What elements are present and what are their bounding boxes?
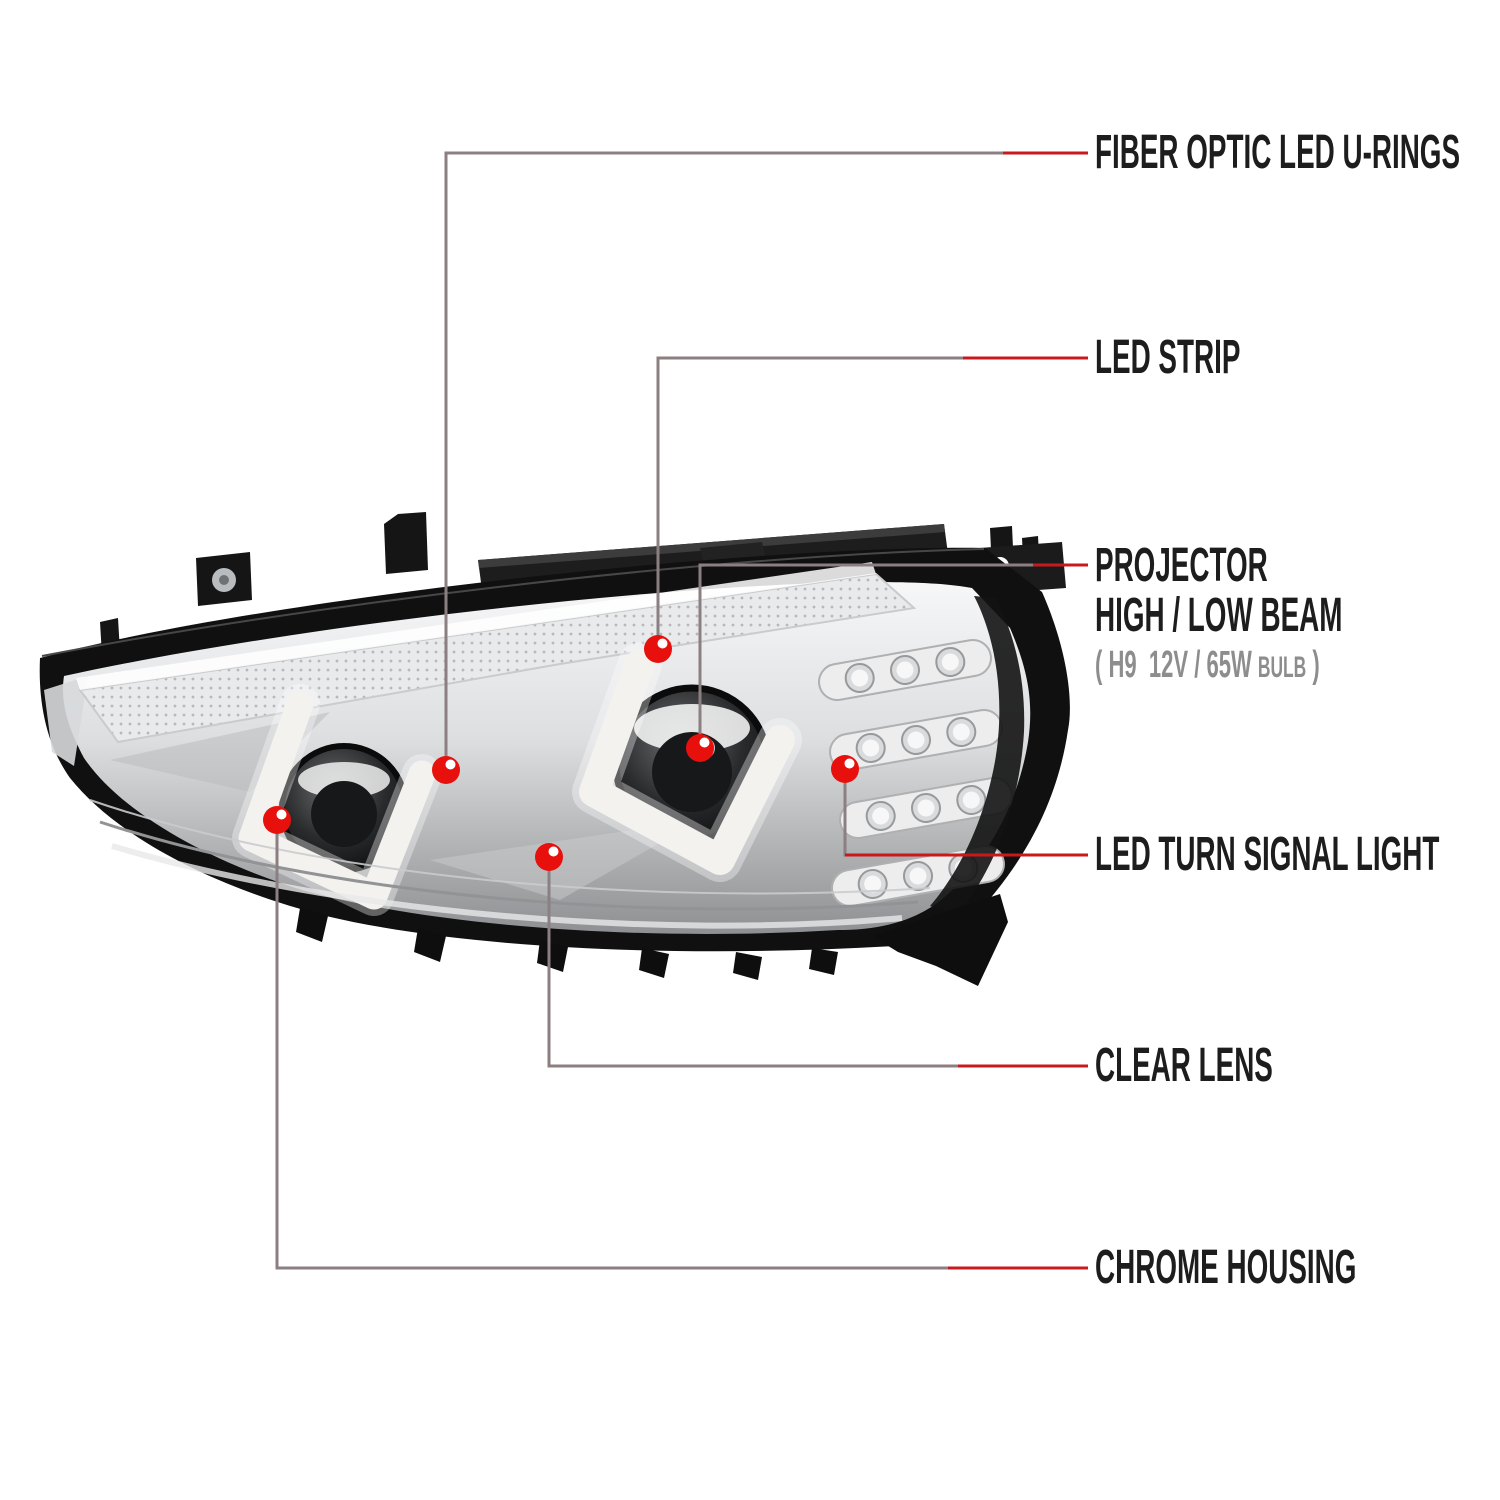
spec-prefix: ( H9 12V / 65W xyxy=(1095,644,1258,686)
spec-bulb: BULB xyxy=(1257,651,1307,684)
led-bulb-inner xyxy=(862,739,880,757)
turn-signal-slat-2 xyxy=(829,709,1003,771)
projector-left-lens xyxy=(311,781,377,847)
callout-label-led-strip: LED STRIP xyxy=(1095,333,1240,383)
turn-signal-slat-1 xyxy=(818,639,992,701)
led-strip-top-edge xyxy=(76,562,876,690)
callout-dot-glint xyxy=(445,759,456,770)
chrome-edge-left xyxy=(44,676,88,766)
chrome-reflection-1 xyxy=(110,712,330,792)
callout-dot-glint xyxy=(548,846,559,857)
callout-label-led-turn-signal-light: LED TURN SIGNAL LIGHT xyxy=(1095,830,1439,880)
lip-seam-1 xyxy=(89,799,931,895)
led-bulb-inner xyxy=(941,653,959,671)
tab-cluster-right xyxy=(872,894,1008,986)
led-bulb-inner xyxy=(872,807,890,825)
tab xyxy=(414,928,446,962)
leader-line-clear-lens xyxy=(547,857,1088,1068)
callout-dot-glint xyxy=(699,737,710,748)
led-bulb-inner xyxy=(962,791,980,809)
leader-line-chrome-housing xyxy=(275,820,1088,1270)
callout-text: LED STRIP xyxy=(1095,331,1241,384)
led-bulb-inner xyxy=(907,731,925,749)
callout-label-clear-lens: CLEAR LENS xyxy=(1095,1041,1273,1091)
projector-right-glass xyxy=(634,704,750,752)
mounting-tabs xyxy=(296,894,1008,986)
tab xyxy=(733,952,762,980)
u-ring-right xyxy=(579,649,795,875)
led-bulb-inner xyxy=(917,799,935,817)
fiber-optic-u-rings xyxy=(232,642,802,916)
housing-right-rim xyxy=(930,596,1025,914)
callout-text: FIBER OPTIC LED U-RINGS xyxy=(1095,126,1461,179)
callout-dot-glint xyxy=(276,809,287,820)
led-bulb-inner xyxy=(896,661,914,679)
callout-dot-clear-lens xyxy=(535,843,563,871)
callout-text: CLEAR LENS xyxy=(1095,1039,1273,1092)
leader-line-projector-high-low-beam xyxy=(698,563,1088,748)
callout-leaders xyxy=(263,151,1088,1270)
u-ring-left xyxy=(238,690,436,910)
leader-line-fiber-optic-led-u-rings xyxy=(444,151,1088,770)
lip-seam-3 xyxy=(111,843,903,929)
led-bulb-inner xyxy=(851,669,869,687)
callout-dot-fiber-optic-led-u-rings xyxy=(432,756,460,784)
callout-text-line2: HIGH / LOW BEAM xyxy=(1095,589,1343,642)
turn-signal-slat-3 xyxy=(839,777,1013,839)
clear-lens-lip xyxy=(89,799,931,929)
callout-label-chrome-housing: CHROME HOUSING xyxy=(1095,1243,1356,1293)
bracket-post-mid xyxy=(384,512,428,574)
callout-text: CHROME HOUSING xyxy=(1095,1241,1357,1294)
callout-dot-projector-high-low-beam xyxy=(686,734,714,762)
led-bulb-inner xyxy=(864,875,882,893)
tab xyxy=(639,948,669,978)
callout-dot-led-strip xyxy=(644,635,672,663)
housing-top-highlight xyxy=(41,548,985,657)
callout-dot-led-turn-signal-light xyxy=(831,755,859,783)
chrome-reflection-2 xyxy=(430,820,700,900)
callout-text: LED TURN SIGNAL LIGHT xyxy=(1095,828,1440,881)
tab xyxy=(296,908,328,942)
tab xyxy=(537,940,568,972)
callout-dot-glint xyxy=(657,638,668,649)
led-bulb-inner xyxy=(909,867,927,885)
lip-seam-2 xyxy=(99,820,919,911)
tab xyxy=(809,948,838,975)
callout-label-projector-high-low-beam: PROJECTOR HIGH / LOW BEAM ( H9 12V / 65W… xyxy=(1095,541,1342,692)
callout-spec-line: ( H9 12V / 65W BULB ) xyxy=(1095,641,1342,692)
led-bulb-inner xyxy=(952,723,970,741)
spec-suffix: ) xyxy=(1306,644,1320,686)
leader-line-led-strip xyxy=(656,356,1088,649)
callout-dot-glint xyxy=(844,758,855,769)
bracket-slat-highlight xyxy=(478,524,945,568)
callout-text-line1: PROJECTOR xyxy=(1095,539,1268,592)
callout-dot-chrome-housing xyxy=(263,806,291,834)
bracket-screw-center xyxy=(219,575,229,585)
callout-label-fiber-optic-led-u-rings: FIBER OPTIC LED U-RINGS xyxy=(1095,128,1460,178)
projector-left-glass xyxy=(298,762,390,798)
